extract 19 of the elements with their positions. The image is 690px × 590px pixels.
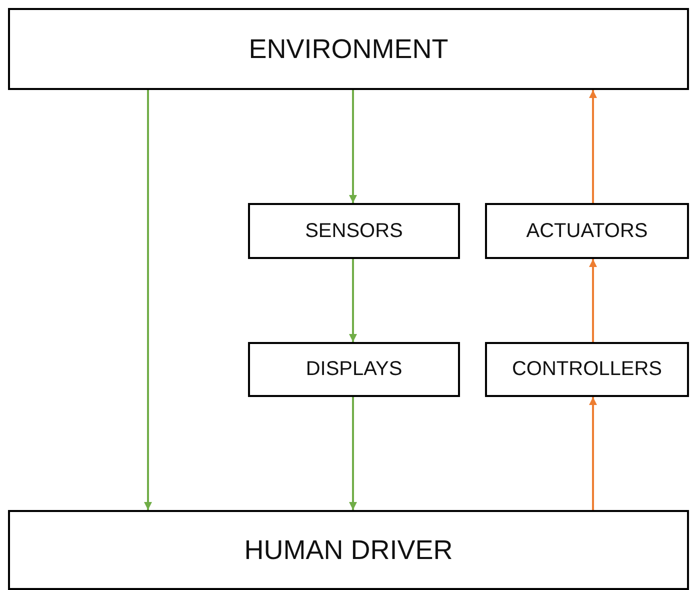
- process-box: [485, 342, 689, 397]
- arrow: [349, 397, 357, 510]
- arrow: [589, 397, 597, 510]
- process-box: [485, 203, 689, 259]
- box-label: ENVIRONMENT: [248, 34, 448, 64]
- box-label: SENSORS: [305, 220, 403, 242]
- arrow: [349, 259, 357, 342]
- arrow: [589, 259, 597, 342]
- process-box: [8, 8, 689, 90]
- arrow: [349, 90, 357, 203]
- arrow: [589, 90, 597, 203]
- process-box: [248, 203, 460, 259]
- process-box: [8, 510, 689, 590]
- box-label: ACTUATORS: [526, 220, 648, 242]
- process-box: [248, 342, 460, 397]
- box-label: CONTROLLERS: [512, 358, 662, 381]
- box-label: HUMAN DRIVER: [244, 534, 453, 566]
- box-label: DISPLAYS: [306, 358, 402, 381]
- arrow: [144, 90, 152, 510]
